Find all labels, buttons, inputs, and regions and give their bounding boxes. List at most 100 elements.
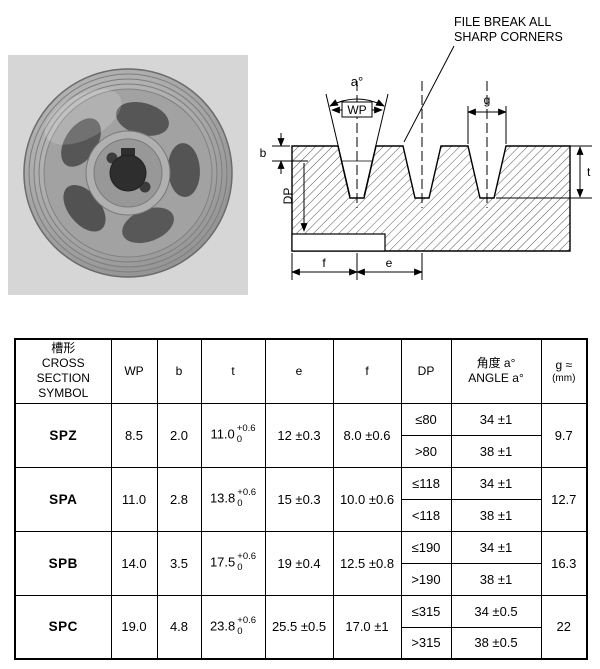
cell-wp: 19.0 — [110, 594, 158, 660]
col-header-f: f — [332, 338, 402, 404]
cell-e: 15 ±0.3 — [264, 466, 334, 532]
cell-angle: 38 ±0.5 — [450, 626, 542, 660]
cell-symbol: SPC — [14, 594, 112, 660]
t-tol-upper: +0.6 — [237, 551, 257, 563]
groove-spec-table: 槽形 CROSS SECTION SYMBOL WP b t e f DP 角度… — [14, 338, 588, 660]
annotation-line1: FILE BREAK ALL — [454, 15, 551, 29]
cell-e: 25.5 ±0.5 — [264, 594, 334, 660]
cell-g: 12.7 — [540, 466, 588, 532]
t-tol-lower: 0 — [236, 434, 243, 445]
groove-block — [291, 145, 571, 252]
pulley-window — [116, 101, 169, 136]
cell-b: 2.0 — [156, 402, 202, 468]
cell-dp: ≤80 — [400, 402, 452, 436]
header-symbol-zh: 槽形 — [51, 341, 76, 356]
f-label: f — [322, 256, 326, 270]
g-label: g — [484, 93, 491, 107]
t-label: t — [587, 165, 591, 179]
cell-angle: 38 ±1 — [450, 434, 542, 468]
table-subrow: >190 38 ±1 — [15, 562, 587, 596]
cell-f: 12.5 ±0.8 — [332, 530, 402, 596]
cell-dp: >80 — [400, 434, 452, 468]
t-value: 23.8 — [209, 618, 236, 634]
col-header-symbol: 槽形 CROSS SECTION SYMBOL — [14, 338, 112, 404]
cell-wp: 8.5 — [110, 402, 158, 468]
flank-extension-line — [325, 93, 351, 197]
table-subrow: >315 38 ±0.5 — [15, 626, 587, 660]
cell-symbol: SPZ — [14, 402, 112, 468]
flank-extension-line — [363, 93, 389, 197]
e-label: e — [386, 256, 393, 270]
dp-label: DP — [281, 188, 295, 205]
t-tol-upper: +0.6 — [237, 487, 257, 499]
header-symbol-en1: CROSS — [41, 356, 85, 371]
pulley-window — [122, 207, 174, 244]
t-tol-lower: 0 — [237, 562, 243, 573]
t-tol-upper: +0.6 — [236, 423, 256, 435]
col-header-b: b — [156, 338, 202, 404]
cell-wp: 11.0 — [110, 466, 158, 532]
annotation-leader-line — [403, 45, 455, 143]
bore-step — [291, 233, 386, 252]
cell-angle: 34 ±1 — [450, 402, 542, 436]
t-tol-lower: 0 — [237, 625, 243, 637]
header-symbol-en2: SECTION — [36, 371, 90, 386]
t-value: 11.0 — [210, 426, 235, 442]
col-header-wp: WP — [110, 338, 158, 404]
cell-dp: ≤118 — [400, 466, 452, 500]
header-g-unit: (mm) — [552, 372, 576, 384]
cell-angle: 38 ±1 — [450, 498, 542, 532]
pulley-bore — [109, 154, 147, 192]
cell-g: 22 — [540, 594, 588, 660]
cell-g: 16.3 — [540, 530, 588, 596]
cell-dp: >190 — [400, 562, 452, 596]
groove-diagram-svg: FILE BREAK ALL SHARP CORNERS a° WP — [260, 15, 592, 280]
table-subrow: >80 38 ±1 — [15, 434, 587, 468]
angle-label: a° — [351, 74, 363, 89]
b-label: b — [260, 146, 267, 160]
cell-angle: 34 ±0.5 — [450, 594, 542, 628]
header-row: 槽形 CROSS SECTION SYMBOL WP b t e f DP 角度… — [14, 338, 588, 404]
header-angle-en: ANGLE a° — [468, 371, 524, 386]
cell-wp: 14.0 — [110, 530, 158, 596]
t-value: 13.8 — [209, 490, 236, 506]
header-symbol-en3: SYMBOL — [38, 386, 89, 401]
col-header-t: t — [200, 338, 266, 404]
groove-diagram: FILE BREAK ALL SHARP CORNERS a° WP — [252, 6, 600, 321]
cell-b: 3.5 — [156, 530, 202, 596]
cell-b: 2.8 — [156, 466, 202, 532]
t-tol-upper: +0.6 — [237, 614, 257, 626]
cell-angle: 34 ±1 — [450, 530, 542, 564]
cell-dp: ≤315 — [400, 594, 452, 628]
cell-dp: >315 — [400, 626, 452, 660]
angle-dimension-arc — [329, 98, 385, 107]
cell-angle: 38 ±1 — [450, 562, 542, 596]
wp-label-box — [341, 101, 373, 118]
cell-f: 8.0 ±0.6 — [332, 402, 402, 468]
header-g-symbol: g ≈ — [555, 357, 573, 372]
rim-groove-ring — [33, 78, 223, 268]
t-value: 17.5 — [209, 554, 236, 570]
cell-symbol: SPA — [14, 466, 112, 532]
cell-g: 9.7 — [540, 402, 588, 468]
cell-angle: 34 ±1 — [450, 466, 542, 500]
rim-groove-ring — [28, 73, 228, 273]
highlight — [44, 89, 122, 145]
cell-b: 4.8 — [156, 594, 202, 660]
col-header-e: e — [264, 338, 334, 404]
t-tol-lower: 0 — [237, 498, 243, 509]
cell-e: 12 ±0.3 — [264, 402, 334, 468]
header-angle-zh: 角度 a° — [476, 356, 516, 371]
